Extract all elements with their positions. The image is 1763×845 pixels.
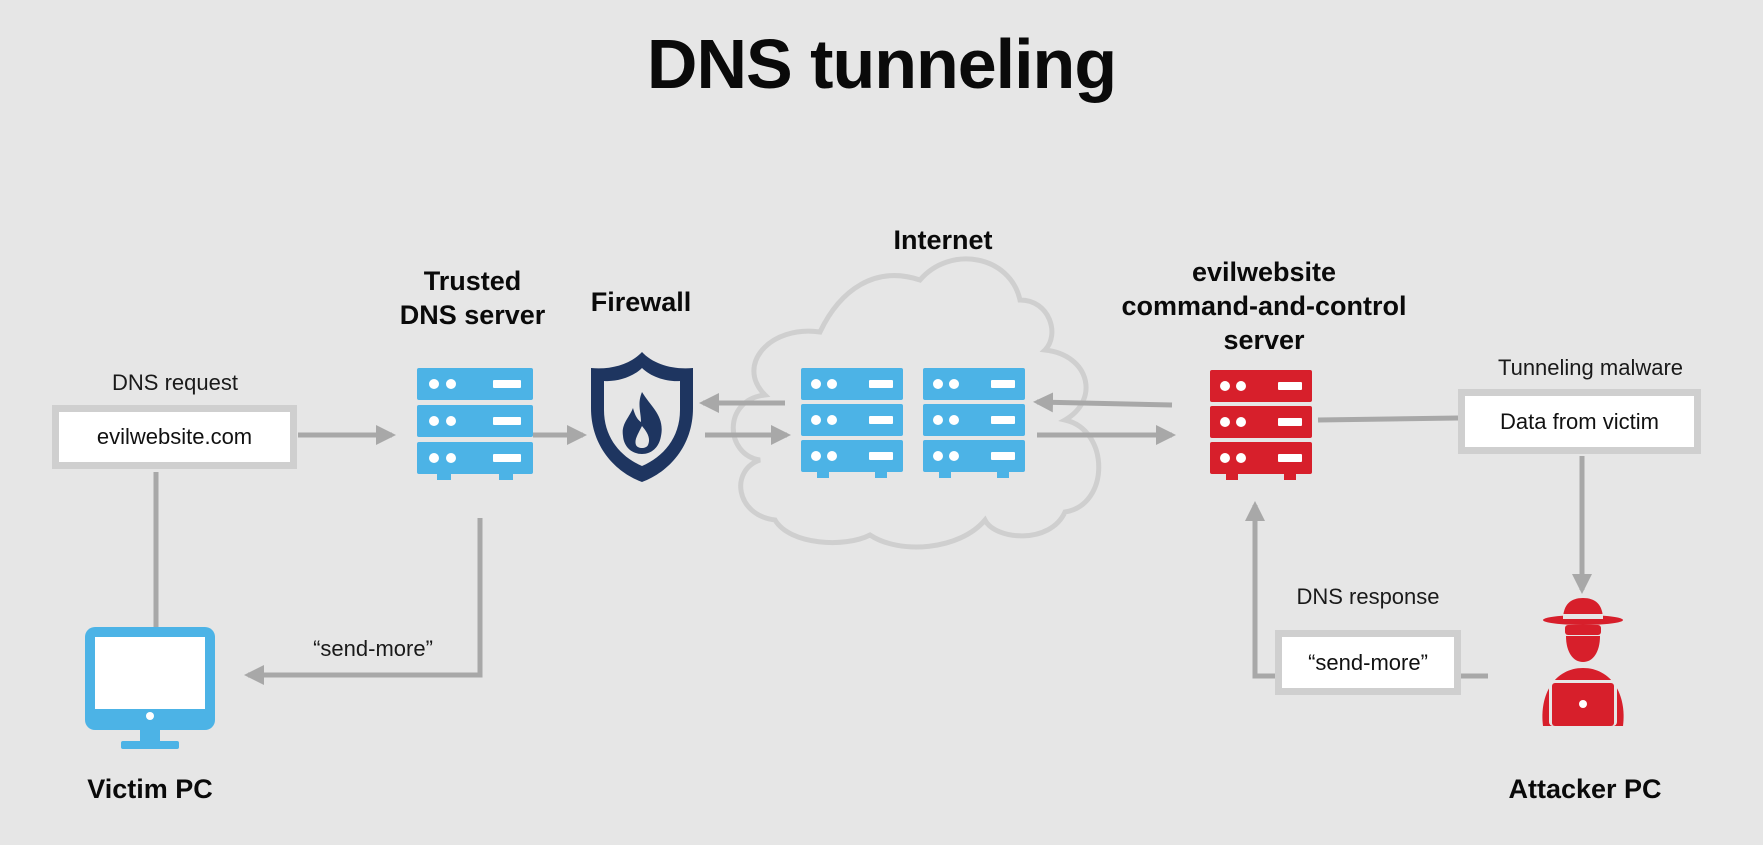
victim-pc-label: Victim PC: [87, 774, 213, 804]
server-icon: [923, 368, 1025, 478]
arrow-response-to-cnc: [1245, 501, 1277, 679]
cnc-server-label: evilwebsite command-and-control server: [1121, 257, 1407, 355]
dns-request-label: DNS request: [112, 370, 238, 395]
firewall-label: Firewall: [590, 287, 692, 317]
request-box: evilwebsite.com: [52, 405, 297, 469]
data-box: Data from victim: [1458, 389, 1701, 454]
arrow-cnc-to-internet: [1033, 392, 1173, 413]
attacker-pc-label: Attacker PC: [1508, 774, 1662, 804]
cloud-icon: [730, 256, 1102, 550]
monitor-icon: [85, 627, 215, 749]
arrow-dns-to-victim: [244, 518, 483, 685]
dns-server-label: Trusted DNS server: [399, 266, 546, 330]
server-icon: [417, 368, 533, 480]
page-title: DNS tunneling: [646, 25, 1117, 103]
send-more-left-label: “send-more”: [313, 636, 433, 661]
response-box: “send-more”: [1275, 630, 1461, 695]
server-icon: [801, 368, 903, 478]
hacker-icon: [1542, 598, 1624, 726]
internet-label: Internet: [893, 225, 993, 255]
tunneling-malware-label: Tunneling malware: [1497, 355, 1684, 380]
shield-flame-icon: [591, 352, 693, 482]
connectors: [153, 392, 1592, 685]
dns-response-label: DNS response: [1296, 584, 1440, 609]
line-cnc-to-data: [1317, 415, 1459, 423]
server-icon: [1210, 370, 1312, 480]
